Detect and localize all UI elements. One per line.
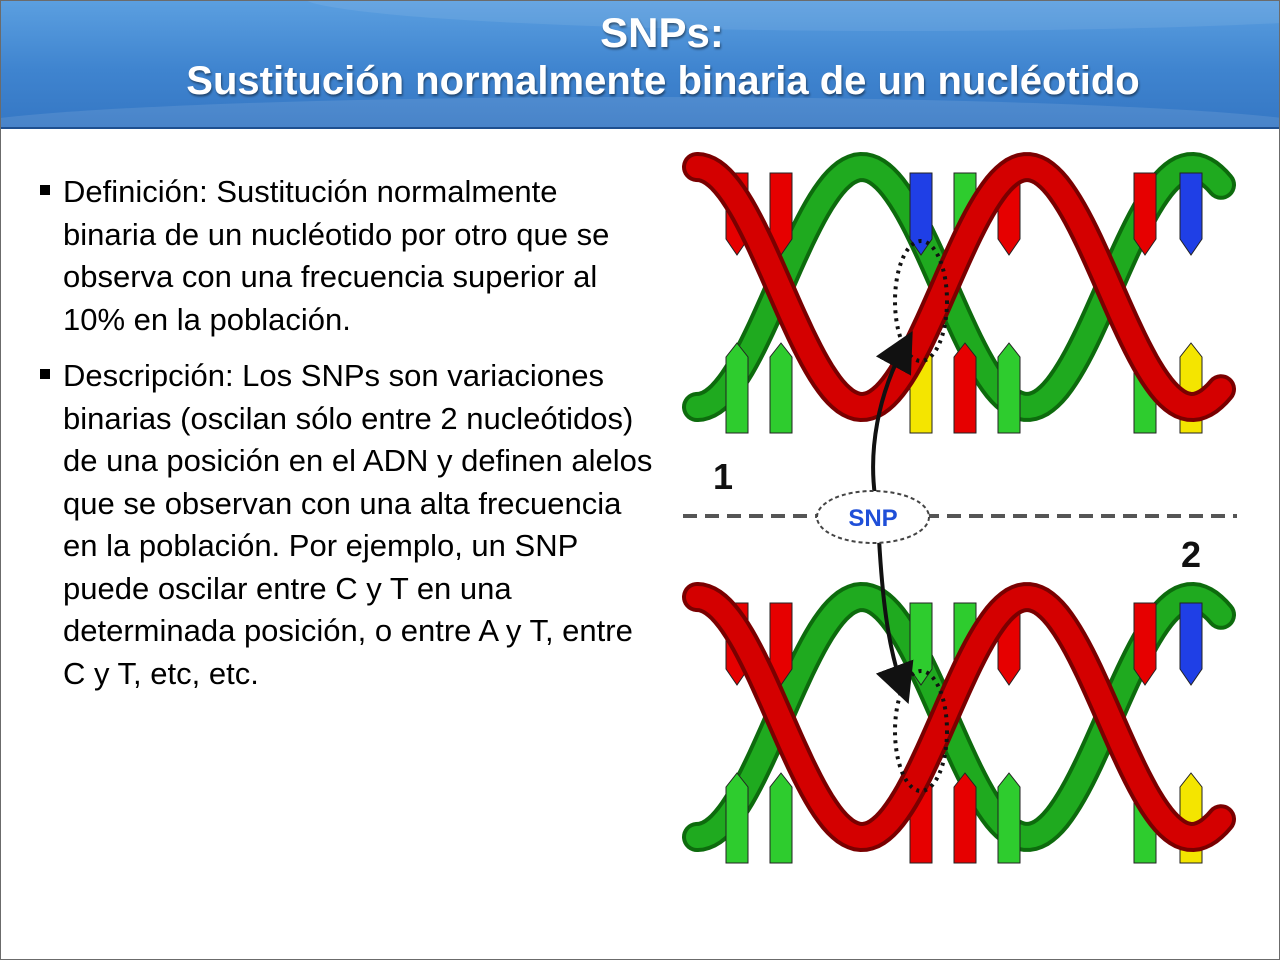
slide-title: SNPs: <box>600 9 724 56</box>
bullet-description-text: Descripción: Los SNPs son variaciones bi… <box>63 358 653 691</box>
square-bullet-icon <box>40 185 50 195</box>
base-bar-upper <box>1133 602 1157 686</box>
base-bar-upper <box>769 172 793 256</box>
snp-highlight-ellipse <box>893 669 949 793</box>
dna-strand-red <box>686 586 1232 849</box>
dna-strand-red <box>686 156 1232 419</box>
base-bar-lower <box>997 342 1021 434</box>
base-bar-upper <box>1133 172 1157 256</box>
bullet-description: Descripción: Los SNPs son variaciones bi… <box>37 355 657 695</box>
allele-label-2: 2 <box>1181 534 1201 575</box>
bullet-definition-text: Definición: Sustitución normalmente bina… <box>63 174 610 337</box>
snp-highlight-ellipse <box>893 239 949 363</box>
slide-header: SNPs: Sustitución normalmente binaria de… <box>1 1 1279 129</box>
dna-helix-2 <box>682 581 1236 864</box>
base-bar-lower <box>725 342 749 434</box>
snp-label-bubble <box>816 490 930 544</box>
square-bullet-icon <box>40 369 50 379</box>
base-bar-upper <box>769 602 793 686</box>
base-bar-upper <box>1179 172 1203 256</box>
base-bar-lower <box>953 342 977 434</box>
base-bar-upper <box>909 602 933 686</box>
allele-label-1: 1 <box>713 456 733 497</box>
snp-arrow-up <box>871 330 913 497</box>
base-bar-lower <box>769 342 793 434</box>
bullet-definition: Definición: Sustitución normalmente bina… <box>37 171 657 341</box>
dna-helix-1 <box>682 151 1236 434</box>
base-bar-lower <box>769 772 793 864</box>
base-bar-upper <box>1179 602 1203 686</box>
snp-arrow-down <box>875 538 914 704</box>
base-bar-lower <box>725 772 749 864</box>
slide-subtitle: Sustitución normalmente binaria de un nu… <box>186 59 1140 103</box>
base-bar-upper <box>909 172 933 256</box>
base-bar-lower <box>997 772 1021 864</box>
bullet-list: Definición: Sustitución normalmente bina… <box>37 171 657 709</box>
base-bar-lower <box>953 772 977 864</box>
snp-dna-diagram: 1 2 SNP <box>682 151 1237 864</box>
snp-label: SNP <box>848 505 897 532</box>
